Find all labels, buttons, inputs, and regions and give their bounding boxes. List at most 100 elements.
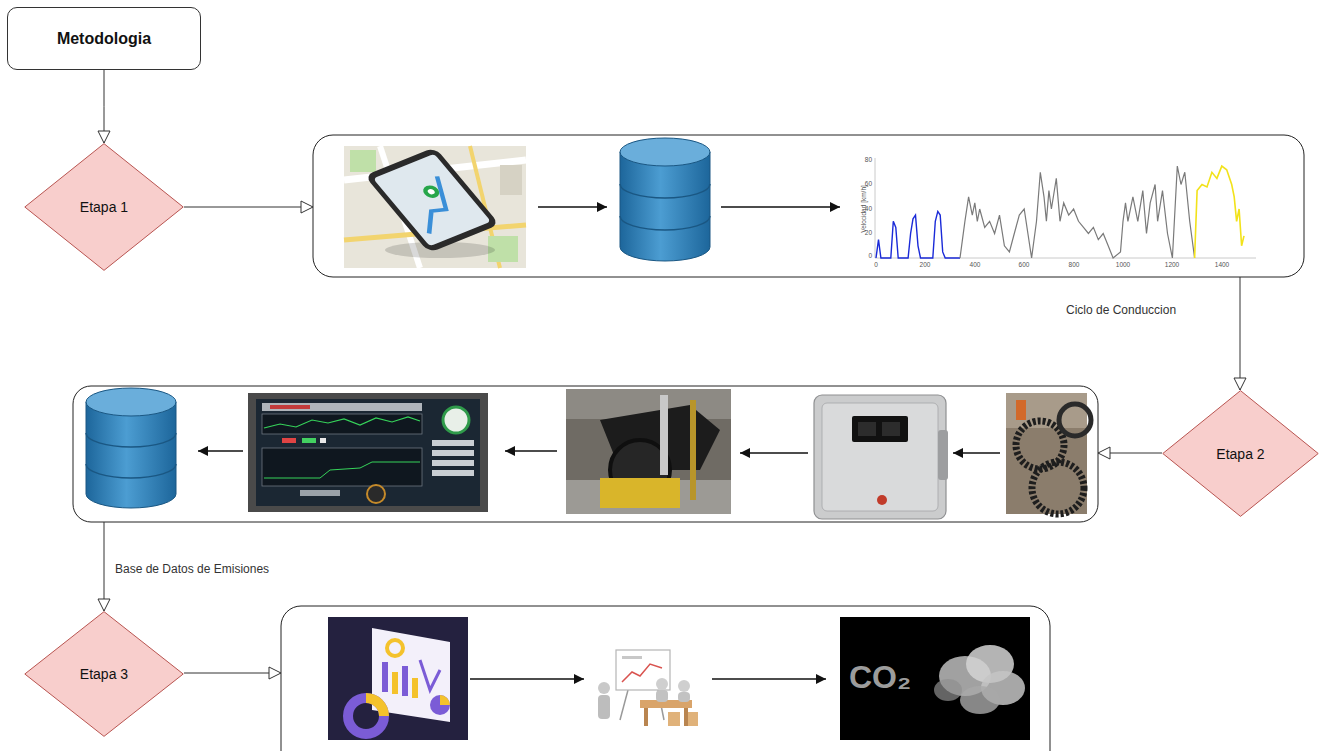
dashboard-illustration	[382, 662, 388, 692]
decision-diamond: Etapa 1	[24, 143, 184, 271]
node-content: Etapa 1	[24, 143, 184, 271]
measurement-case	[938, 430, 948, 480]
monitor-screen	[432, 450, 474, 456]
speed-chart	[875, 158, 876, 258]
stage-panel	[281, 606, 1050, 751]
monitor-screen	[264, 462, 420, 478]
phone-map-picture	[350, 150, 376, 172]
motorcycle-photo	[600, 478, 680, 508]
dashboard-illustration	[412, 678, 418, 698]
axis-tick: 1200	[1165, 261, 1179, 268]
motorcycle-photo	[690, 400, 696, 500]
phone-map-picture	[344, 146, 526, 268]
panel-arrow	[198, 207, 1000, 679]
monitor-screen	[262, 448, 422, 486]
node-content: Etapa 3	[24, 611, 184, 737]
connector-label: Ciclo de Conduccion	[1066, 304, 1176, 317]
meeting-illustration	[668, 712, 680, 726]
phone-map-picture	[344, 146, 526, 268]
axis-tick: 60	[865, 180, 872, 187]
meeting-illustration	[656, 690, 668, 702]
monitor-screen	[264, 417, 420, 428]
axis-tick: 800	[1069, 261, 1080, 268]
panel-arrow	[505, 450, 557, 452]
panel-arrow	[721, 206, 840, 208]
co2-smoke-picture	[960, 686, 1000, 714]
database-cylinder	[86, 402, 176, 508]
axis-tick: 80	[865, 156, 872, 163]
database-cylinder	[86, 388, 176, 416]
dashboard-illustration	[328, 617, 468, 740]
meeting-illustration	[598, 682, 610, 694]
measurement-case	[814, 395, 946, 519]
diamond-shape	[25, 612, 183, 737]
database-cylinder	[620, 138, 710, 261]
monitor-screen	[302, 438, 316, 443]
speed-trace	[1195, 166, 1244, 258]
motorcycle-photo	[660, 395, 668, 475]
axis-tick: 0	[868, 252, 872, 259]
monitor-screen	[432, 460, 474, 466]
start-box: Metodologia	[7, 7, 201, 70]
decision-diamond: Etapa 2	[1162, 390, 1319, 517]
co2-text: CO₂	[849, 660, 911, 695]
monitor-screen	[262, 403, 422, 411]
phone-map-picture	[373, 154, 491, 246]
diamond-shape	[25, 144, 183, 271]
database-cylinder	[86, 464, 176, 478]
database-cylinder	[86, 388, 176, 508]
dashboard-illustration	[420, 660, 440, 690]
measurement-case	[822, 403, 938, 511]
node-content: Etapa 2	[1162, 390, 1319, 517]
panel-arrow	[712, 678, 826, 680]
dashboard-illustration	[387, 640, 403, 656]
motorcycles-photo	[1032, 462, 1084, 514]
motorcycles-photo	[1006, 393, 1087, 428]
meeting-illustration	[620, 690, 628, 720]
meeting-illustration	[678, 692, 690, 702]
meeting-illustration	[678, 680, 690, 692]
measurement-case	[858, 422, 876, 436]
phone-map-picture	[395, 176, 471, 233]
axis-tick: 200	[920, 261, 931, 268]
flow-line	[1098, 453, 1162, 454]
database-cylinder	[620, 184, 710, 198]
dashboard-illustration	[440, 695, 450, 705]
monitor-screen	[262, 414, 422, 434]
node-label: Etapa 1	[80, 199, 128, 215]
speed-chart	[875, 158, 1256, 258]
dashboard-illustration	[402, 666, 408, 696]
meeting-illustration	[622, 664, 662, 682]
axis-tick: 0	[874, 261, 878, 268]
axis-tick: 600	[1019, 261, 1030, 268]
motorcycle-photo	[566, 389, 731, 514]
monitor-screen	[282, 438, 296, 443]
database-cylinder	[620, 216, 710, 230]
measurement-case	[852, 416, 908, 442]
node-label: Etapa 2	[1216, 446, 1264, 462]
monitor-screen	[443, 407, 469, 433]
phone-map-picture	[364, 147, 499, 253]
panel-arrow	[740, 452, 808, 454]
meeting-illustration	[598, 695, 610, 719]
monitor-screen	[270, 405, 310, 409]
monitor-screen	[300, 490, 340, 496]
meeting-illustration	[644, 708, 648, 726]
axis-tick: 1400	[1215, 261, 1229, 268]
phone-map-picture	[364, 147, 499, 253]
stage-panel	[73, 386, 1098, 522]
monitor-screen	[248, 393, 488, 512]
panel-arrow	[470, 678, 584, 680]
motorcycles-photo	[1006, 393, 1091, 514]
co2-smoke-picture	[934, 679, 962, 701]
panel-arrow	[953, 452, 1000, 454]
motorcycles-photo	[1016, 400, 1026, 420]
co2-smoke-picture	[840, 617, 1030, 740]
co2-smoke-picture	[840, 617, 1030, 740]
motorcycles-photo	[1006, 393, 1087, 514]
phone-map-picture	[426, 188, 436, 195]
monitor-screen	[256, 399, 480, 506]
monitor-screen	[248, 393, 488, 512]
